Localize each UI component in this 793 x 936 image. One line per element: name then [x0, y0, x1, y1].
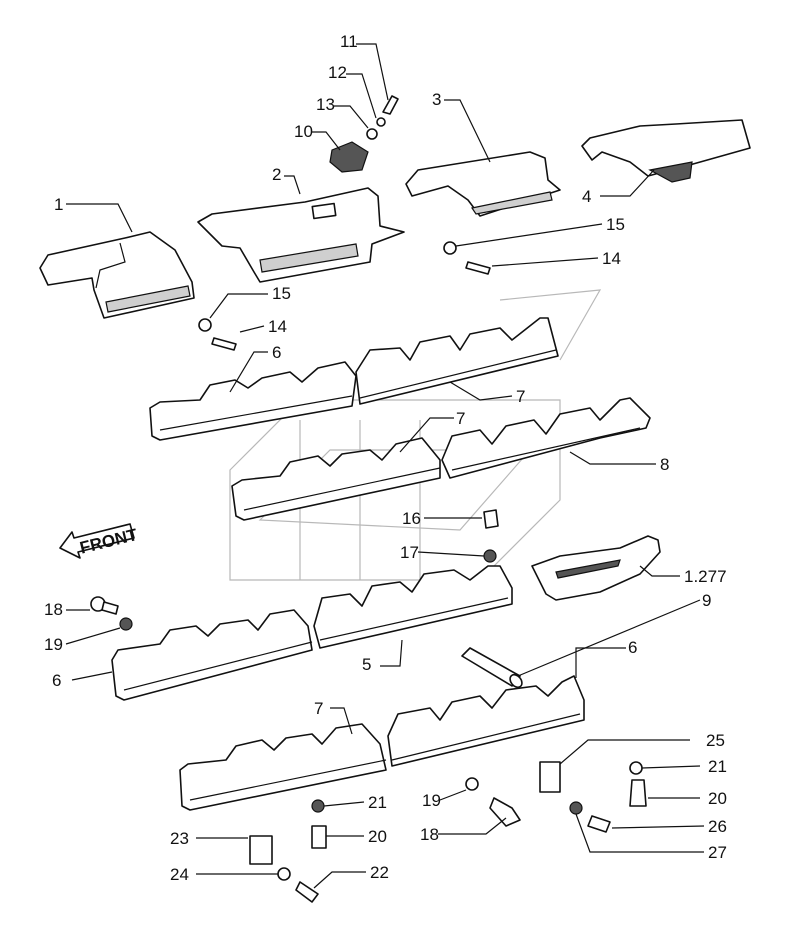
part-4-plate — [581, 119, 751, 183]
callout-26: 26 — [708, 817, 727, 836]
callout-6-lower: 6 — [52, 671, 61, 690]
callout-18-left: 18 — [44, 600, 63, 619]
callout-2: 2 — [272, 165, 281, 184]
callout-labels: 11 12 13 10 3 2 4 1 15 14 15 14 6 7 7 8 … — [44, 32, 727, 884]
callout-19-bottom: 19 — [422, 791, 441, 810]
callout-11: 11 — [340, 32, 358, 51]
callout-14-lower: 14 — [268, 317, 287, 336]
callout-5: 5 — [362, 655, 371, 674]
callout-22: 22 — [370, 863, 389, 882]
callout-1: 1 — [54, 195, 63, 214]
rail-bottom — [179, 675, 585, 811]
callout-13: 13 — [316, 95, 335, 114]
callout-15-lower: 15 — [272, 284, 291, 303]
callout-16: 16 — [402, 509, 421, 528]
callout-7-upper: 7 — [516, 387, 525, 406]
callout-20-right: 20 — [708, 789, 727, 808]
part-1277-bracket — [531, 535, 661, 601]
callout-18-bottom: 18 — [420, 825, 439, 844]
callout-27: 27 — [708, 843, 727, 862]
callout-9: 9 — [702, 591, 711, 610]
callout-15-upper: 15 — [606, 215, 625, 234]
callout-21-right: 21 — [708, 757, 727, 776]
part-2-plate — [197, 187, 405, 283]
rail-middle — [231, 397, 651, 521]
callout-25: 25 — [706, 731, 725, 750]
bolt-18-washer-19-left — [90, 596, 133, 631]
bolt-16-washer-17 — [483, 509, 499, 563]
callout-6-upper: 6 — [272, 343, 281, 362]
part-3-plate — [405, 151, 561, 217]
callout-4: 4 — [582, 187, 591, 206]
callout-6-right: 6 — [628, 638, 637, 657]
callout-3: 3 — [432, 90, 441, 109]
callout-24: 24 — [170, 865, 189, 884]
callout-17: 17 — [400, 543, 419, 562]
leader-lines — [65, 43, 705, 889]
callout-14-upper: 14 — [602, 249, 621, 268]
callout-7-bottom: 7 — [314, 699, 323, 718]
hardware-14-15 — [198, 241, 491, 351]
callout-8: 8 — [660, 455, 669, 474]
callout-23: 23 — [170, 829, 189, 848]
pin-9 — [461, 647, 523, 689]
callout-10: 10 — [294, 122, 313, 141]
callout-1277: 1.277 — [684, 567, 727, 586]
callout-7-middle: 7 — [456, 409, 465, 428]
callout-21-left: 21 — [368, 793, 387, 812]
callout-20-left: 20 — [368, 827, 387, 846]
rail-upper — [149, 317, 559, 441]
part-1-cover — [39, 231, 195, 319]
part-10-bracket — [329, 95, 399, 173]
callout-19-left: 19 — [44, 635, 63, 654]
callout-12: 12 — [328, 63, 347, 82]
rail-lower — [111, 565, 513, 701]
front-arrow: FRONT — [59, 523, 140, 559]
